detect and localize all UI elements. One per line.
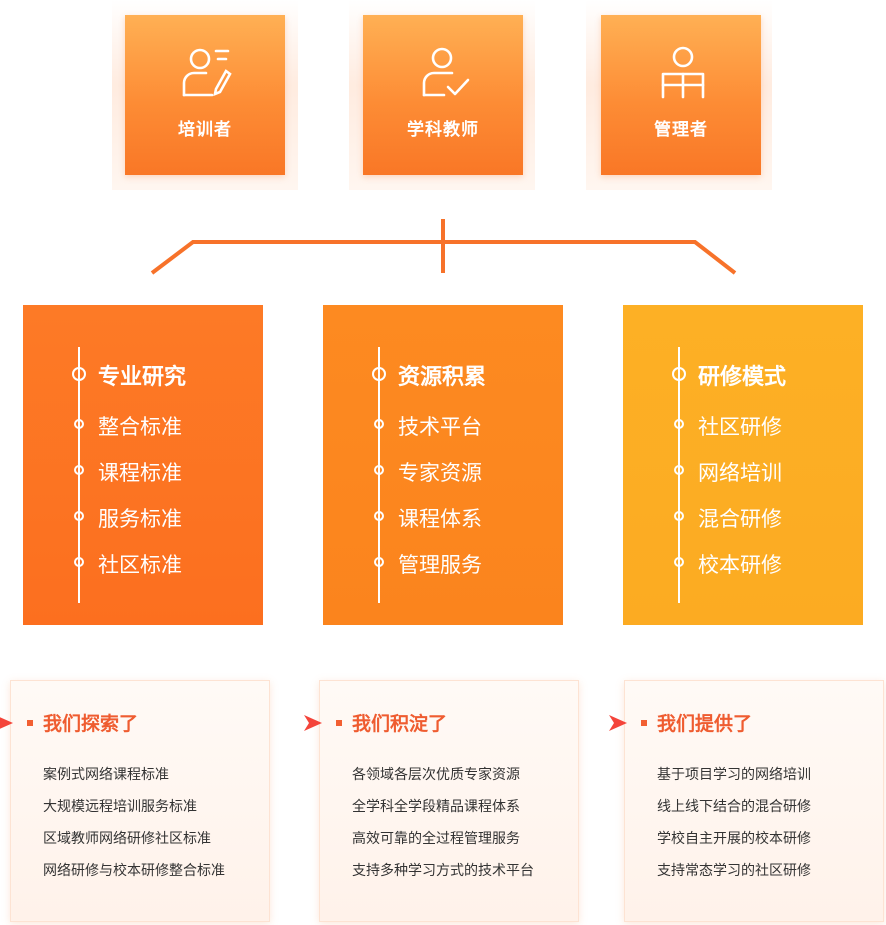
timeline-line — [378, 347, 380, 603]
category-item: 社区标准 — [98, 553, 182, 577]
info-card-provided: 我们提供了 基于项目学习的网络培训 线上线下结合的混合研修 学校自主开展的校本研… — [609, 680, 884, 922]
category-title: 专业研究 — [98, 365, 187, 390]
timeline-dot — [672, 367, 686, 381]
manager-icon — [661, 46, 705, 99]
arrow-icon — [0, 717, 13, 729]
info-card-line: 支持常态学习的社区研修 — [657, 863, 811, 879]
info-card-line: 高效可靠的全过程管理服务 — [352, 831, 520, 847]
info-card-line: 基于项目学习的网络培训 — [657, 767, 811, 783]
timeline-dot — [674, 419, 684, 429]
info-card-accumulated: 我们积淀了 各领域各层次优质专家资源 全学科全学段精品课程体系 高效可靠的全过程… — [304, 680, 579, 922]
info-card-line: 网络研修与校本研修整合标准 — [43, 863, 225, 879]
timeline-dot — [74, 511, 84, 521]
bullet-square — [641, 720, 647, 726]
timeline-line — [678, 347, 680, 603]
category-box-resources: 资源积累 技术平台 专家资源 课程体系 管理服务 — [323, 305, 563, 625]
teacher-icon — [422, 47, 470, 97]
timeline-dot — [374, 557, 384, 567]
info-card-line: 案例式网络课程标准 — [43, 767, 169, 783]
info-card-title: 我们探索了 — [43, 713, 139, 735]
connector-bracket — [150, 219, 737, 275]
info-card-line: 各领域各层次优质专家资源 — [352, 767, 520, 783]
info-card-line: 全学科全学段精品课程体系 — [352, 799, 520, 815]
timeline-dot — [374, 465, 384, 475]
info-card-line: 区域教师网络研修社区标准 — [43, 831, 211, 847]
category-item: 整合标准 — [98, 415, 182, 439]
category-title: 资源积累 — [398, 365, 487, 390]
info-card-explored: 我们探索了 案例式网络课程标准 大规模远程培训服务标准 区域教师网络研修社区标准… — [0, 680, 270, 922]
role-card-trainer: 培训者 — [125, 15, 285, 175]
role-label: 培训者 — [178, 120, 232, 140]
category-item: 混合研修 — [698, 507, 782, 531]
timeline-dot — [374, 511, 384, 521]
bullet-square — [27, 720, 33, 726]
role-label: 管理者 — [654, 120, 708, 140]
arrow-icon — [609, 715, 627, 731]
category-item: 专家资源 — [398, 461, 482, 485]
info-card-line: 大规模远程培训服务标准 — [43, 799, 197, 815]
category-box-training-mode: 研修模式 社区研修 网络培训 混合研修 校本研修 — [623, 305, 863, 625]
timeline-line — [78, 347, 80, 603]
info-card-line: 支持多种学习方式的技术平台 — [352, 863, 534, 879]
category-item: 校本研修 — [698, 553, 782, 577]
bullet-square — [336, 720, 342, 726]
timeline-dot — [372, 367, 386, 381]
info-card-title: 我们提供了 — [657, 713, 753, 735]
info-card-title: 我们积淀了 — [352, 713, 448, 735]
category-item: 技术平台 — [398, 415, 482, 439]
role-label: 学科教师 — [407, 120, 479, 140]
category-box-research: 专业研究 整合标准 课程标准 服务标准 社区标准 — [23, 305, 263, 625]
timeline-dot — [72, 367, 86, 381]
info-card-line: 线上线下结合的混合研修 — [657, 799, 811, 815]
info-card-line: 学校自主开展的校本研修 — [657, 831, 811, 847]
arrow-icon — [304, 715, 322, 731]
category-item: 课程体系 — [398, 507, 482, 531]
timeline-dot — [74, 419, 84, 429]
role-card-teacher: 学科教师 — [363, 15, 523, 175]
timeline-dot — [74, 557, 84, 567]
category-item: 课程标准 — [98, 461, 182, 485]
timeline-dot — [674, 557, 684, 567]
timeline-dot — [674, 465, 684, 475]
category-item: 社区研修 — [698, 415, 782, 439]
trainer-icon — [182, 48, 232, 97]
timeline-dot — [74, 465, 84, 475]
category-item: 服务标准 — [98, 507, 182, 531]
role-card-manager: 管理者 — [601, 15, 761, 175]
timeline-dot — [374, 419, 384, 429]
category-title: 研修模式 — [698, 365, 787, 390]
timeline-dot — [674, 511, 684, 521]
category-item: 管理服务 — [398, 553, 482, 577]
category-item: 网络培训 — [698, 461, 782, 485]
